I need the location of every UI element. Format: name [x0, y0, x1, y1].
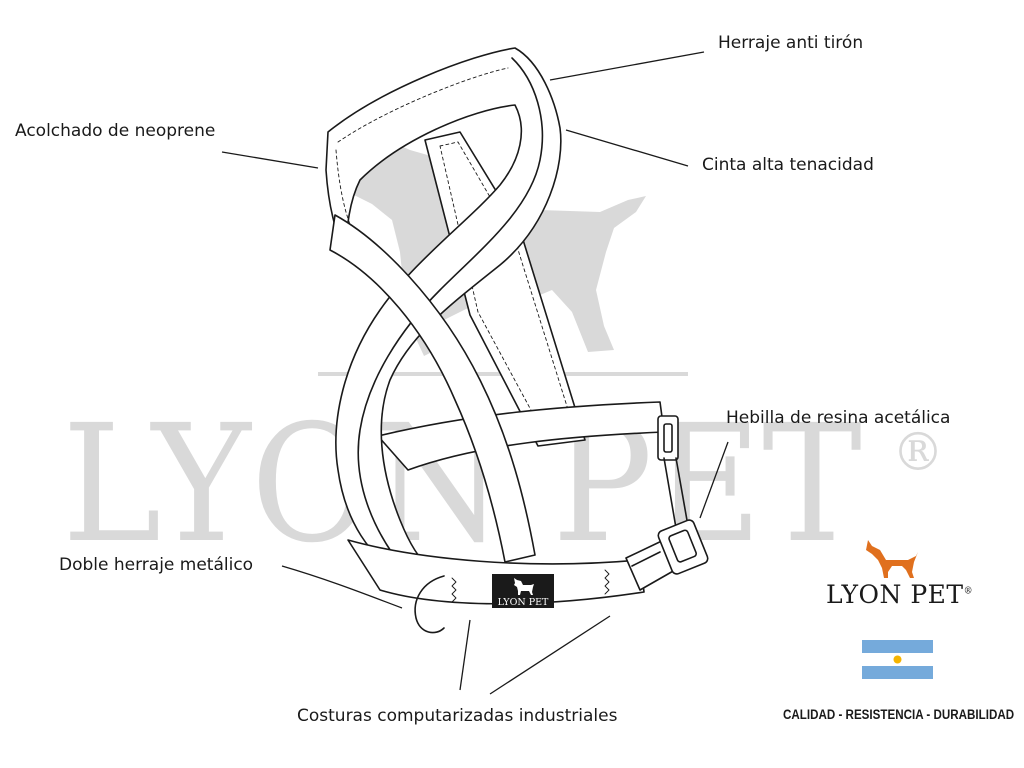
flag-top-stripe: [862, 640, 933, 653]
brand-name-text: LYON PET: [826, 580, 964, 609]
lower-band-left-zigzag: [451, 577, 457, 603]
leader-lines: [221, 51, 729, 695]
plastic-buckle: [625, 519, 709, 591]
brand-registered-mark: ®: [963, 586, 974, 597]
watermark-registered-mark: ®: [892, 423, 944, 483]
adjuster-slider: [657, 415, 679, 461]
leader-hebilla: [699, 441, 729, 519]
callout-doble-herraje-metalico: Doble herraje metálico: [59, 555, 254, 575]
flag-bottom-stripe: [862, 666, 933, 679]
lower-band-right-zigzag: [604, 569, 610, 595]
collar-padding-stitching: [337, 67, 509, 143]
collar-strap-outer: [325, 47, 562, 576]
callout-herraje-anti-tiron: Herraje anti tirón: [718, 33, 864, 53]
product-label-dog-icon: [514, 578, 534, 595]
callout-cinta-alta-tenacidad: Cinta alta tenacidad: [702, 155, 874, 175]
argentina-flag: [862, 640, 933, 679]
collar-strap-inner-edge: [357, 57, 544, 571]
front-strap: [329, 214, 536, 563]
leader-herraje-anti-tiron: [549, 51, 705, 81]
adjuster-slot: [663, 423, 673, 453]
brand-tagline: CALIDAD - RESISTENCIA - DURABILIDAD: [783, 707, 1015, 722]
brand-logo-dog-icon: [866, 540, 918, 578]
callout-hebilla-de-resina: Hebilla de resina acetálica: [726, 408, 951, 428]
leader-cinta: [565, 129, 689, 167]
leader-doble-herraje: [281, 565, 403, 609]
callout-costuras-computarizadas: Costuras computarizadas industriales: [297, 706, 618, 726]
leader-acolchado: [221, 151, 319, 169]
product-label: LYON PET: [492, 574, 554, 608]
back-strap: [424, 131, 586, 447]
callout-acolchado-de-neoprene: Acolchado de neoprene: [15, 121, 216, 141]
brand-name: LYON PET®: [826, 580, 973, 609]
leader-costuras-1: [459, 619, 471, 691]
metal-ring: [414, 575, 445, 634]
harness-drawing: [325, 47, 709, 634]
flag-sun-icon: [893, 655, 902, 664]
leader-costuras-2: [489, 615, 611, 695]
buckle-prong: [631, 551, 661, 567]
product-label-text: LYON PET: [498, 597, 549, 608]
buckle-female-slot: [668, 529, 698, 563]
